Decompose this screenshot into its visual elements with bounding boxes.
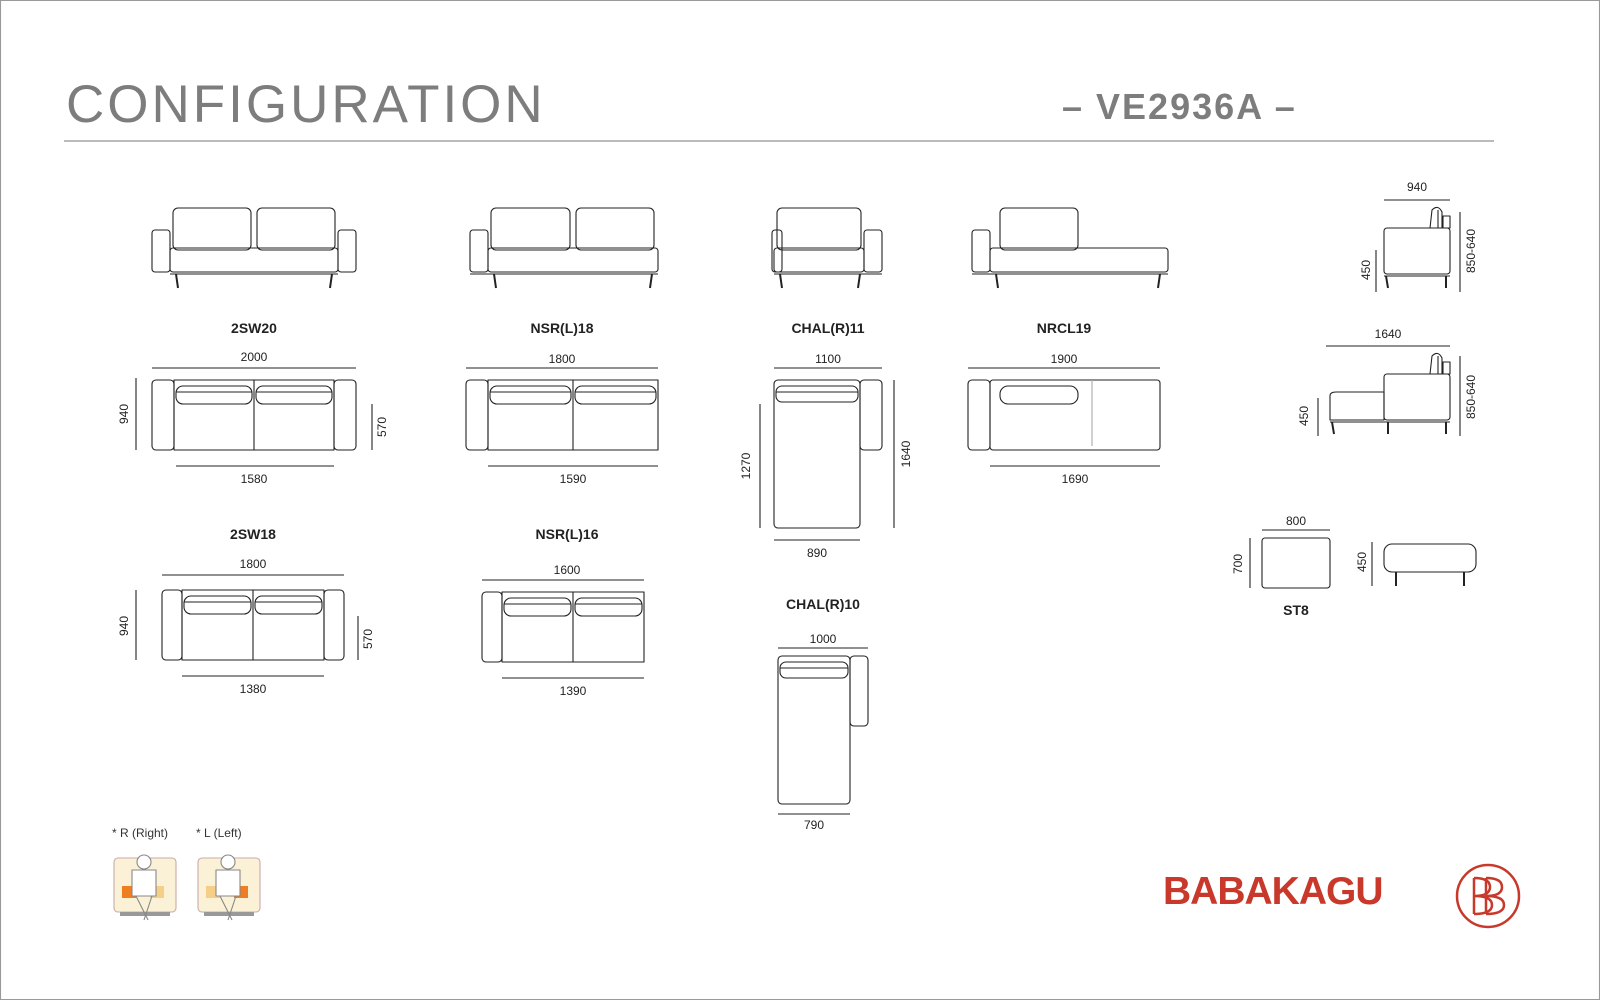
dim-nsrl16-seat: 1390 <box>559 684 587 698</box>
label-chalr11: CHAL(R)11 <box>791 320 865 336</box>
dim-side-standard-seat-height: 450 <box>1359 259 1373 281</box>
brand-name: BABAKAGU <box>1163 870 1383 913</box>
dim-side-standard-total-height: 850-640 <box>1464 228 1478 274</box>
top-view-2sw20 <box>135 367 373 467</box>
label-st8: ST8 <box>1283 602 1309 618</box>
dim-2sw20-seat: 1580 <box>240 472 268 486</box>
label-chalr10: CHAL(R)10 <box>786 596 860 612</box>
front-view-nsrl18 <box>469 207 659 289</box>
dim-st8-height: 450 <box>1355 551 1369 573</box>
dim-nsrl18-seat: 1590 <box>559 472 587 486</box>
dim-chalr11-depth-right: 1640 <box>899 440 913 468</box>
dim-nsrl16-width: 1600 <box>553 563 581 577</box>
top-view-nrcl19 <box>967 367 1161 467</box>
dim-2sw18-width: 1800 <box>239 557 267 571</box>
dim-chalr10-seat: 790 <box>803 818 825 832</box>
dim-2sw18-inner: 570 <box>361 628 375 650</box>
label-nsrl18: NSR(L)18 <box>530 320 594 336</box>
dim-st8-width: 800 <box>1285 514 1307 528</box>
dim-2sw20-inner: 570 <box>375 416 389 438</box>
legend-left-icon <box>197 854 261 921</box>
dim-2sw20-depth: 940 <box>117 403 131 425</box>
dim-nrcl19-seat: 1690 <box>1061 472 1089 486</box>
front-view-chalr11 <box>771 207 883 289</box>
dim-2sw18-seat: 1380 <box>239 682 267 696</box>
front-view-2sw20 <box>151 207 357 289</box>
front-view-nrcl19 <box>971 207 1169 289</box>
label-2sw18: 2SW18 <box>230 526 276 542</box>
label-nrcl19: NRCL19 <box>1036 320 1092 336</box>
legend-right-label: * R (Right) <box>112 826 169 840</box>
model-code: – VE2936A – <box>1062 86 1297 127</box>
legend-left-label: * L (Left) <box>196 826 242 840</box>
side-view-standard <box>1375 199 1461 292</box>
side-view-chaise <box>1317 345 1461 436</box>
dim-2sw20-width: 2000 <box>240 350 268 364</box>
dim-nrcl19-width: 1900 <box>1050 352 1078 366</box>
dim-side-standard-depth: 940 <box>1406 180 1428 194</box>
dim-2sw18-depth: 940 <box>117 615 131 637</box>
dim-chalr11-depth-left: 1270 <box>739 452 753 480</box>
top-view-2sw18 <box>135 574 359 677</box>
dim-chalr10-width: 1000 <box>809 632 837 646</box>
dim-st8-depth: 700 <box>1231 553 1245 575</box>
legend-right-icon <box>113 854 177 921</box>
label-nsrl16: NSR(L)16 <box>535 526 599 542</box>
dim-chalr11-width: 1100 <box>815 352 841 366</box>
top-view-nsrl16 <box>481 579 645 679</box>
top-view-st8 <box>1249 529 1331 589</box>
label-2sw20: 2SW20 <box>231 320 277 336</box>
dim-side-chaise-depth: 1640 <box>1374 327 1402 341</box>
top-view-nsrl18 <box>465 367 659 467</box>
dim-nsrl18-width: 1800 <box>548 352 576 366</box>
side-view-st8 <box>1371 542 1477 586</box>
brand-logo-icon <box>1455 863 1521 929</box>
dim-side-chaise-total-height: 850-640 <box>1464 374 1478 420</box>
dim-side-chaise-seat-height: 450 <box>1297 405 1311 427</box>
page-title: CONFIGURATION <box>66 75 546 134</box>
top-view-chalr10 <box>777 647 869 815</box>
dim-chalr11-seat: 890 <box>806 546 828 560</box>
top-view-chalr11 <box>759 367 895 541</box>
